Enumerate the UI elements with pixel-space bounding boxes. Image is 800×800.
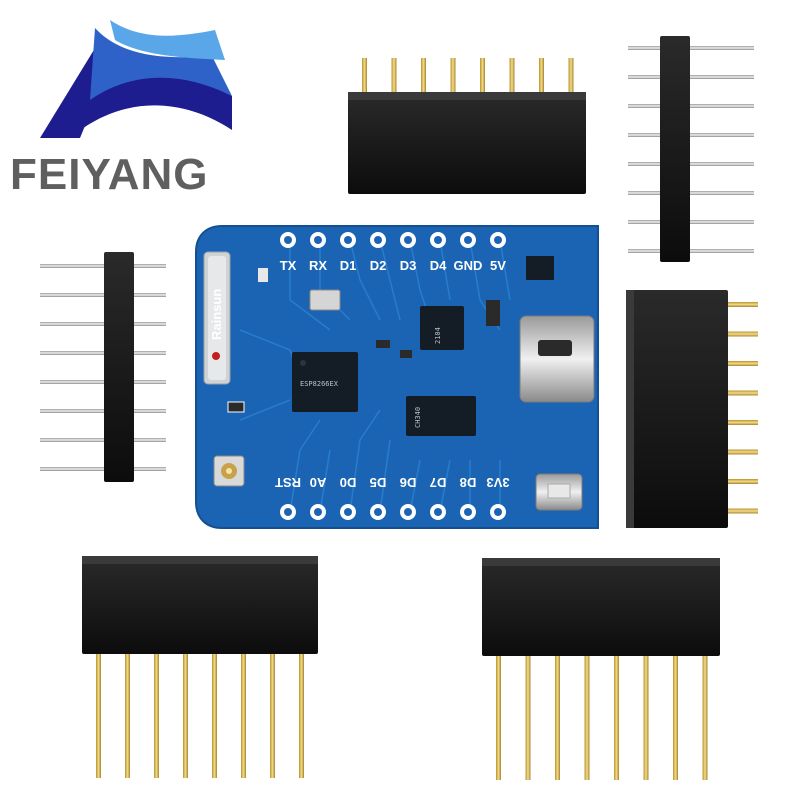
regulator-marking: 2104 (434, 327, 442, 344)
top-pin-label: D1 (340, 258, 357, 273)
female-header-bottom-right (482, 558, 720, 780)
male-header-right (628, 36, 754, 262)
wemos-d1-mini-board (195, 225, 599, 529)
bottom-pin-label: D5 (370, 475, 387, 490)
bottom-pin-label: 3V3 (486, 475, 509, 490)
bottom-pin-label: D6 (400, 475, 417, 490)
top-pin-label: D3 (400, 258, 417, 273)
brand-name: FEIYANG (10, 150, 209, 199)
top-pin-label: RX (309, 258, 327, 273)
top-pin-label: TX (280, 258, 297, 273)
bottom-pin-label: D7 (430, 475, 447, 490)
bottom-pin-label: D8 (460, 475, 477, 490)
top-pin-label: D4 (430, 258, 447, 273)
usb-chip-marking: CH340 (414, 407, 422, 428)
female-header-top (348, 58, 586, 194)
mcu-marking: ESP8266EX (300, 380, 339, 388)
brand-logo (40, 20, 232, 138)
top-pin-label: 5V (490, 258, 506, 273)
top-pin-labels: TX RX D1 D2 D3 D4 GND 5V (280, 258, 507, 273)
top-pin-label: D2 (370, 258, 387, 273)
female-header-bottom-left (82, 556, 318, 778)
top-pin-label: GND (454, 258, 483, 273)
bottom-pin-labels: RST A0 D0 D5 D6 D7 D8 3V3 (275, 475, 510, 490)
bottom-pin-label: D0 (340, 475, 357, 490)
antenna-label: Rainsun (209, 289, 224, 340)
bottom-pin-label: A0 (310, 475, 327, 490)
male-header-left (40, 252, 166, 482)
female-header-right (626, 290, 758, 528)
bottom-pin-label: RST (275, 475, 301, 490)
